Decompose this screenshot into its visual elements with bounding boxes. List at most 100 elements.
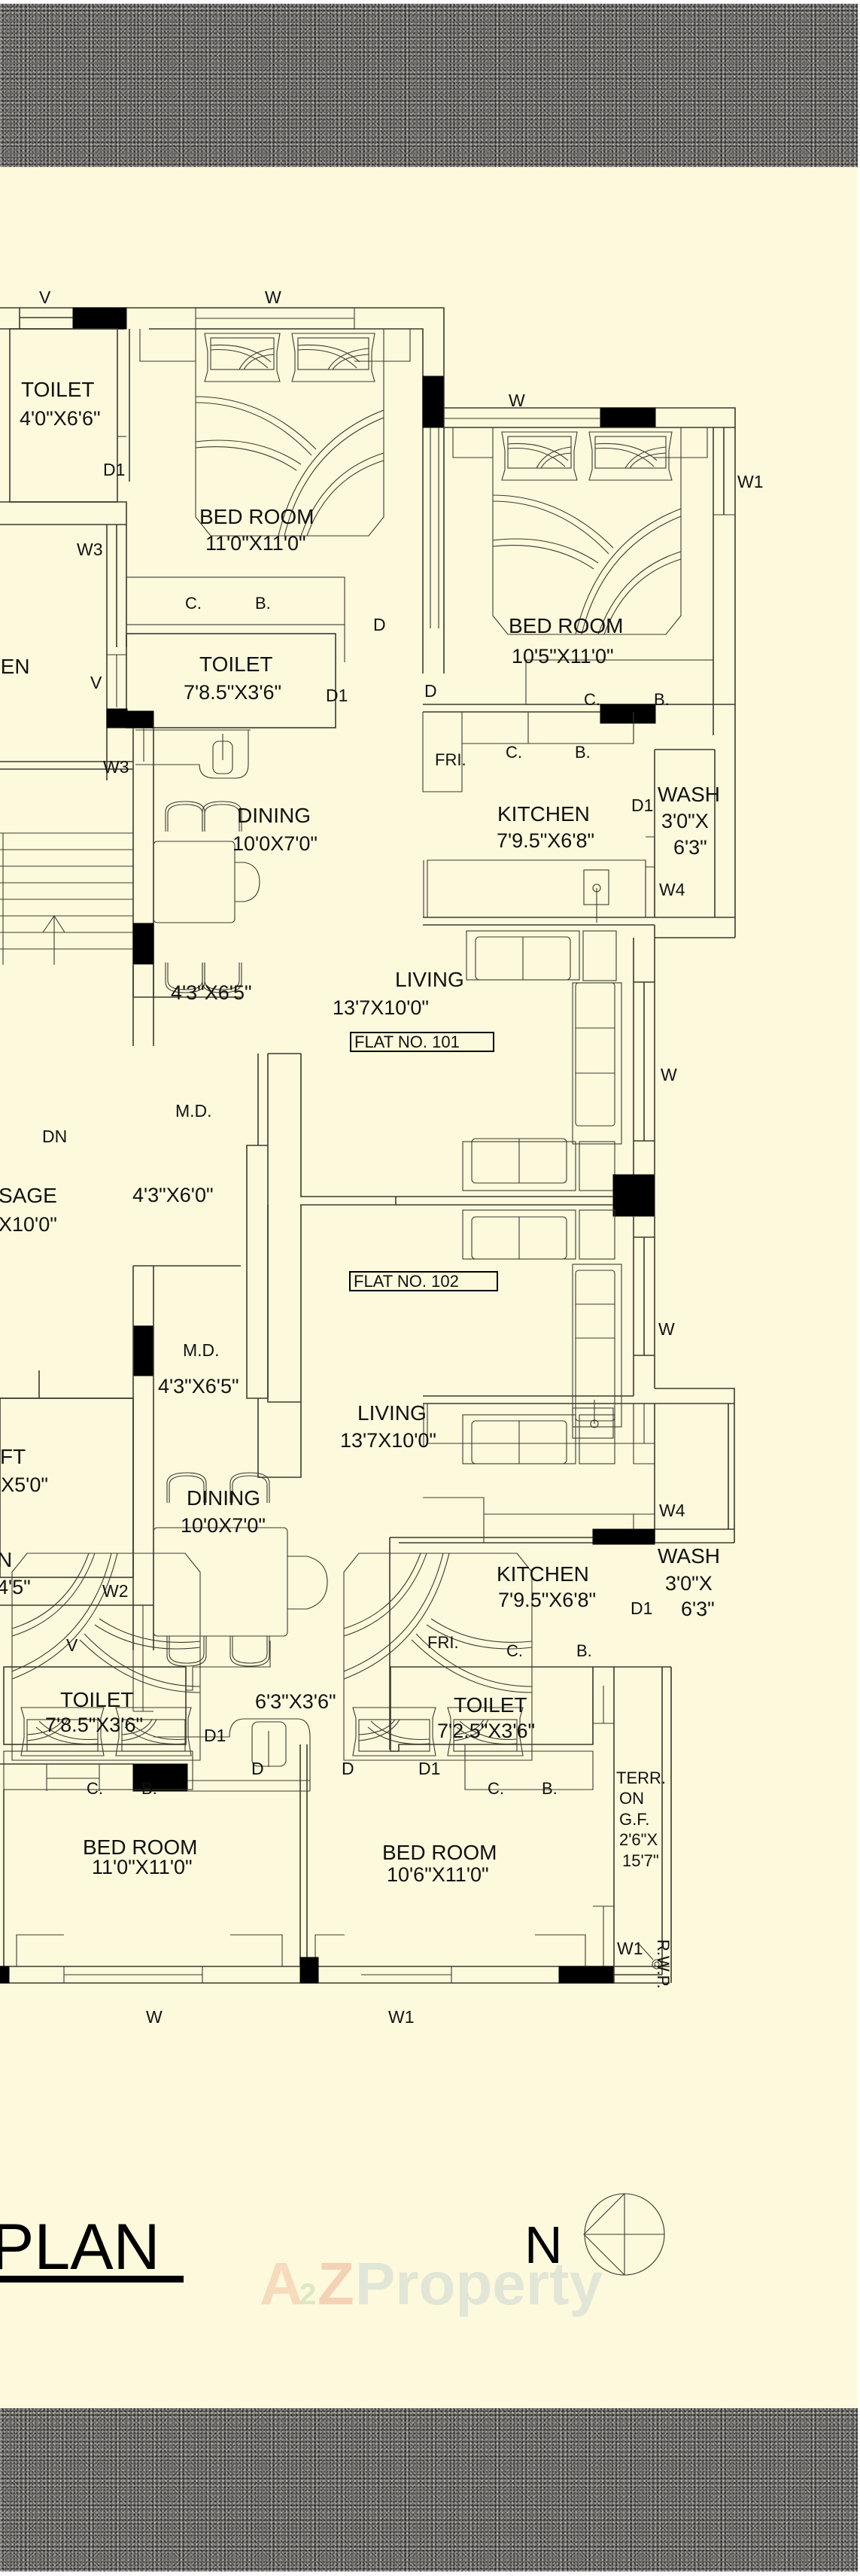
tag-window-w1: W1: [617, 1939, 643, 1958]
tag-window-w: W: [265, 287, 281, 307]
tag-window-w: W: [661, 1065, 677, 1084]
cupboard-label: C.: [488, 1779, 504, 1798]
tag-window-w: W: [146, 2007, 163, 2027]
cupboard-label: C.: [87, 1779, 103, 1798]
tag-door-d: D: [251, 1759, 264, 1778]
room-label: KITCHEN: [497, 1562, 589, 1586]
tag-door-d: D: [424, 681, 437, 701]
tag-door-d: D: [373, 615, 386, 634]
main-door-label: M.D.: [175, 1101, 212, 1121]
svg-text:Z: Z: [318, 2250, 354, 2317]
room-label: PEN: [0, 655, 30, 678]
cupboard-label: B.: [542, 1779, 558, 1798]
room-size: 4'3"X6'5": [158, 1375, 239, 1397]
room-size: 6'3"X3'6": [255, 1690, 336, 1713]
watermark: A 2 Z Property: [260, 2250, 603, 2317]
tag-door-d1: D1: [631, 795, 653, 815]
fridge-label: FRI.: [427, 1633, 459, 1652]
room-size: 10'0X7'0": [181, 1514, 266, 1537]
room-label: TOILET: [199, 652, 273, 676]
terrace-size: 15'7": [622, 1851, 659, 1870]
svg-text:A: A: [260, 2250, 303, 2317]
tag-window-w: W: [509, 391, 525, 410]
tag-window-w1: W1: [388, 2007, 415, 2027]
terrace-label: ON: [619, 1789, 644, 1808]
plan-title: PLAN: [0, 2211, 160, 2283]
room-size: 3'0"X: [661, 810, 709, 832]
textured-border-bottom: [0, 2408, 858, 2571]
textured-border-top: [0, 4, 858, 167]
dining-table: [153, 801, 260, 993]
room-label: N: [0, 1548, 12, 1571]
room-label: BED ROOM: [83, 1835, 197, 1859]
cupboard-label: B.: [654, 690, 670, 709]
counter-label: B.: [576, 1641, 592, 1660]
room-size: 'X5'0": [0, 1474, 48, 1496]
tag-door-d1: D1: [631, 1598, 652, 1618]
svg-text:Property: Property: [355, 2250, 603, 2317]
flat-102-box: [349, 1271, 498, 1291]
sofa-set-a: [462, 930, 622, 1191]
cupboard-label: C.: [185, 594, 202, 613]
room-label: DINING: [187, 1486, 260, 1510]
room-label: LIVING: [395, 968, 464, 991]
tag-window-w3: W3: [77, 540, 103, 559]
room-label: LIVING: [357, 1401, 427, 1425]
tag-window-v: V: [66, 1635, 78, 1655]
terrace-label: G.F.: [619, 1810, 649, 1829]
room-label: TOILET: [21, 378, 95, 401]
tag-door-d1: D1: [103, 460, 125, 479]
room-label: WASH: [658, 1544, 720, 1568]
room-label: SAGE: [0, 1184, 57, 1207]
tag-window-v: V: [39, 287, 51, 307]
room-size: 7'8.5"X3'6": [184, 681, 281, 704]
room-size: 7'9.5"X6'8": [497, 829, 594, 852]
room-size: 13'7X10'0": [340, 1429, 436, 1452]
room-size: 10'6"X11'0": [387, 1863, 489, 1886]
room-label: BED ROOM: [199, 505, 314, 528]
north-arrow-icon: [583, 2193, 665, 2276]
flat-101-box: [350, 1032, 494, 1052]
terrace-label: TERR.: [616, 1769, 666, 1787]
counter-label: B.: [575, 743, 591, 762]
flat-number: FLAT NO. 101: [354, 1033, 460, 1051]
stairs-dn-label: DN: [42, 1127, 67, 1146]
room-size: 13'7X10'0": [333, 996, 429, 1019]
room-size: 10'5"X11'0": [512, 645, 614, 668]
column: [612, 1174, 655, 1217]
room-size: 7'2.5"X3'6": [437, 1720, 535, 1742]
title-underline: [0, 2276, 184, 2283]
room-label: BED ROOM: [382, 1841, 497, 1864]
room-size: 10'0X7'0": [232, 832, 318, 855]
tag-door-d1: D1: [326, 686, 348, 705]
room-size: 11'0"X11'0": [92, 1856, 193, 1878]
tag-door-d1: D1: [418, 1759, 440, 1778]
room-size: 6'3": [681, 1598, 715, 1620]
tag-window-w4: W4: [659, 1501, 685, 1520]
room-label: WASH: [658, 783, 720, 806]
room-size: 4'5": [0, 1576, 31, 1598]
room-label: FT: [0, 1445, 26, 1468]
room-size: 6'3": [673, 836, 707, 859]
room-label: DINING: [237, 804, 311, 827]
tag-window-w1: W1: [737, 472, 764, 491]
tag-window-w: W: [658, 1319, 675, 1339]
room-label: TOILET: [454, 1693, 527, 1717]
column: [72, 307, 127, 330]
counter-label: C.: [506, 1641, 523, 1660]
svg-text:2: 2: [299, 2278, 316, 2311]
fridge-label: FRI.: [435, 750, 466, 769]
main-door-label: M.D.: [183, 1340, 220, 1360]
room-size: 3'0"X: [665, 1572, 713, 1595]
tag-window-w2: W2: [102, 1581, 129, 1601]
room-size: X10'0": [0, 1213, 57, 1236]
room-size: 4'0"X6'6": [20, 407, 101, 430]
cupboard-label: C.: [584, 690, 600, 709]
flat-number: FLAT NO. 102: [354, 1272, 459, 1291]
room-size: 11'0"X11'0": [205, 532, 306, 555]
north-label: N: [524, 2216, 563, 2274]
staircase: [0, 832, 133, 965]
room-size: 7'8.5"X3'6": [45, 1714, 143, 1736]
terrace-size: 2'6"X: [619, 1830, 658, 1849]
